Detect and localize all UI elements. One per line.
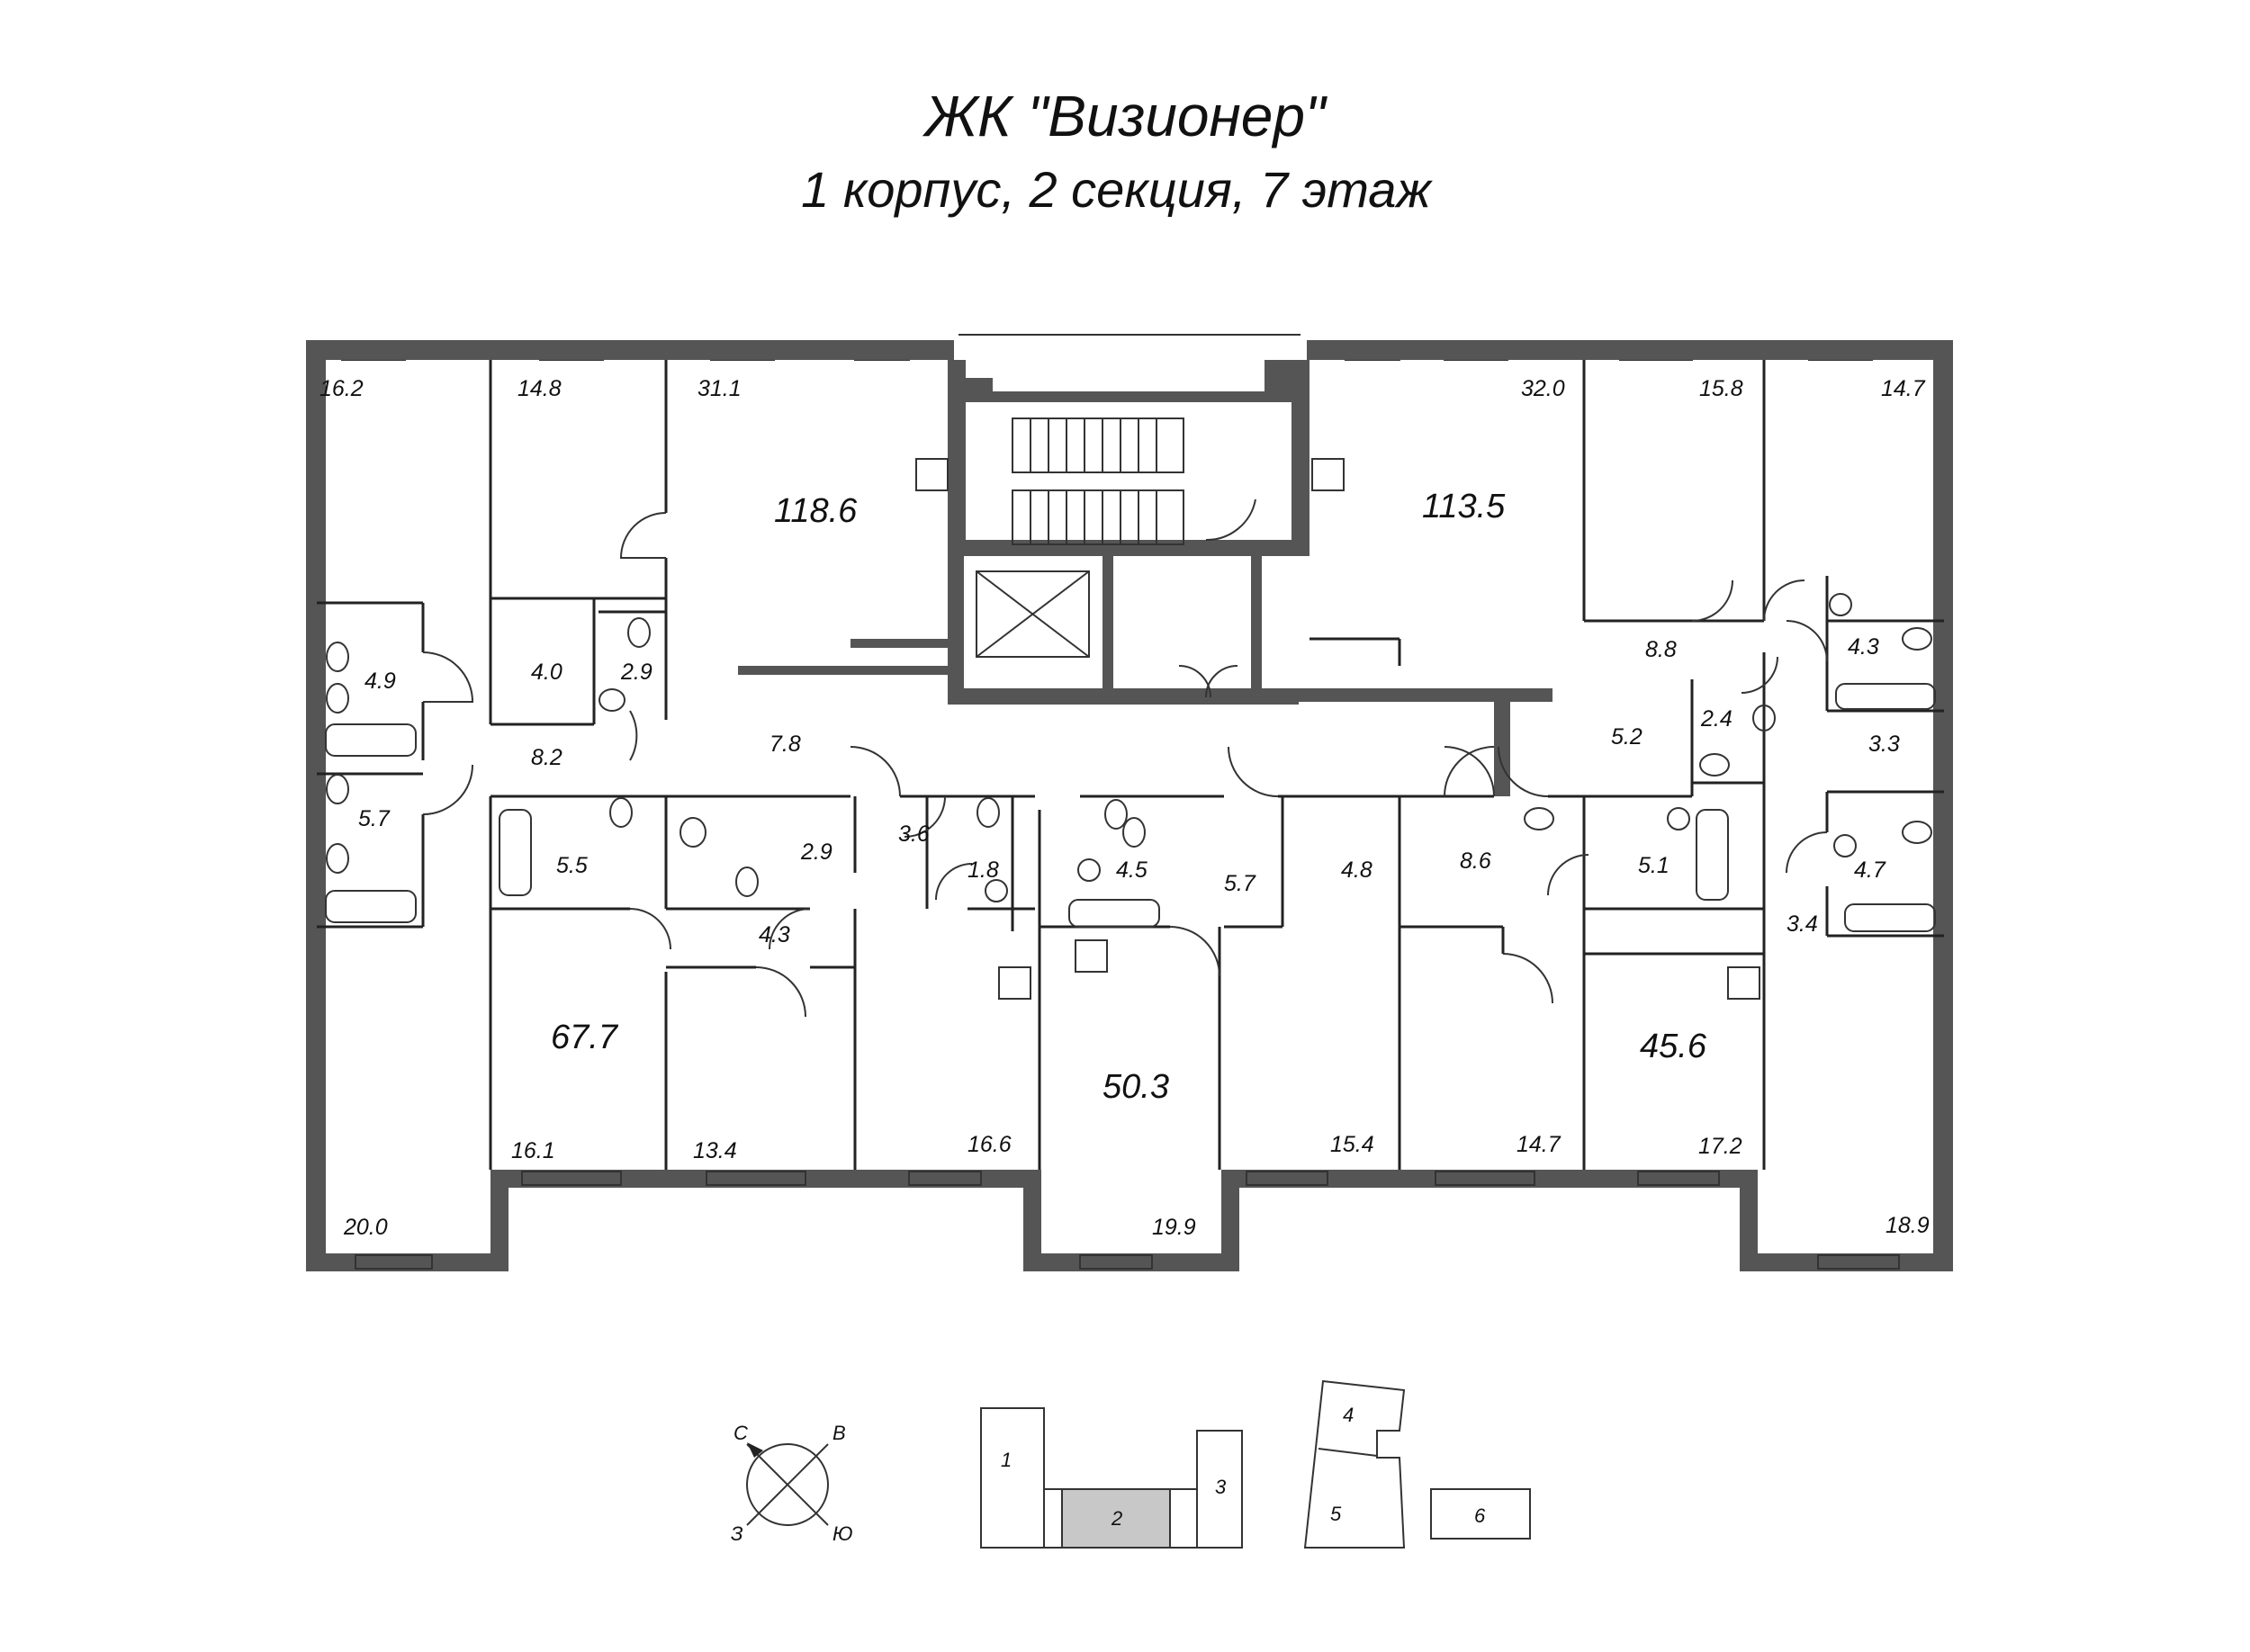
elevator-icon <box>976 570 1090 658</box>
apartment-total: 113.5 <box>1422 488 1506 525</box>
exterior-walls <box>306 340 1953 1271</box>
section-1-label: 1 <box>1001 1449 1012 1471</box>
compass: С В Ю З <box>731 1422 853 1545</box>
stove-icons <box>915 458 1760 1000</box>
area-label: 15.4 <box>1330 1132 1374 1157</box>
stairwell <box>1012 417 1184 545</box>
area-label: 2.4 <box>1700 706 1732 732</box>
area-label: 4.3 <box>1848 634 1879 660</box>
area-labels: 16.2 14.8 31.1 118.6 4.9 4.0 2.9 8.2 7.8… <box>320 376 1930 1240</box>
door-swings <box>422 498 1828 1018</box>
section-6-label: 6 <box>1474 1504 1486 1527</box>
area-label: 4.5 <box>1116 857 1148 883</box>
area-label: 15.8 <box>1699 376 1743 401</box>
section-4-label: 4 <box>1343 1404 1354 1426</box>
area-label: 16.1 <box>511 1138 555 1163</box>
highlighted-section <box>1061 1488 1171 1549</box>
area-label: 19.9 <box>1152 1215 1196 1240</box>
area-label: 5.7 <box>358 806 391 831</box>
compass-north: С <box>734 1422 748 1444</box>
complex-title: ЖК "Визионер" <box>924 84 1326 148</box>
apartment-total: 118.6 <box>774 492 858 530</box>
sanitary-fixtures <box>326 593 1932 902</box>
compass-west: З <box>731 1522 743 1545</box>
area-label: 3.3 <box>1868 732 1900 757</box>
floor-subtitle: 1 корпус, 2 секция, 7 этаж <box>801 161 1431 218</box>
bathtubs <box>325 683 1936 932</box>
building-keyplan: 1 2 3 4 5 6 <box>980 1379 1531 1549</box>
area-label: 16.6 <box>968 1132 1012 1157</box>
area-label: 16.2 <box>320 376 364 401</box>
area-label: 2.9 <box>800 839 832 865</box>
compass-south: Ю <box>832 1522 853 1545</box>
area-label: 4.8 <box>1341 857 1372 883</box>
area-label: 17.2 <box>1698 1134 1742 1159</box>
area-label: 5.1 <box>1638 853 1670 878</box>
area-label: 8.8 <box>1645 637 1677 662</box>
area-label: 4.0 <box>531 660 562 685</box>
area-label: 13.4 <box>693 1138 737 1163</box>
apartment-total: 45.6 <box>1640 1028 1707 1065</box>
area-label: 4.3 <box>759 922 790 947</box>
area-label: 3.4 <box>1786 911 1818 937</box>
area-label: 18.9 <box>1886 1213 1930 1238</box>
area-label: 4.7 <box>1854 857 1886 883</box>
area-label: 32.0 <box>1521 376 1565 401</box>
area-label: 31.1 <box>698 376 742 401</box>
area-label: 7.8 <box>770 732 801 757</box>
area-label: 5.7 <box>1224 871 1256 896</box>
section-2-label: 2 <box>1111 1507 1122 1530</box>
area-label: 2.9 <box>620 660 652 685</box>
area-label: 4.9 <box>364 669 396 694</box>
area-label: 14.7 <box>1516 1132 1562 1157</box>
area-label: 20.0 <box>343 1215 388 1240</box>
area-label: 14.7 <box>1881 376 1926 401</box>
interior-walls <box>317 360 1944 1170</box>
area-label: 3.6 <box>898 822 930 847</box>
compass-east: В <box>832 1422 846 1444</box>
area-label: 8.6 <box>1460 848 1491 874</box>
apartment-total: 67.7 <box>551 1019 619 1056</box>
section-3-label: 3 <box>1215 1476 1227 1498</box>
area-label: 8.2 <box>531 745 562 770</box>
area-label: 5.5 <box>556 853 588 878</box>
apartment-total: 50.3 <box>1102 1068 1169 1106</box>
area-label: 14.8 <box>518 376 562 401</box>
area-label: 5.2 <box>1611 724 1642 750</box>
windows-bottom <box>355 1171 1900 1270</box>
area-label: 1.8 <box>968 857 999 883</box>
section-5-label: 5 <box>1330 1503 1342 1525</box>
